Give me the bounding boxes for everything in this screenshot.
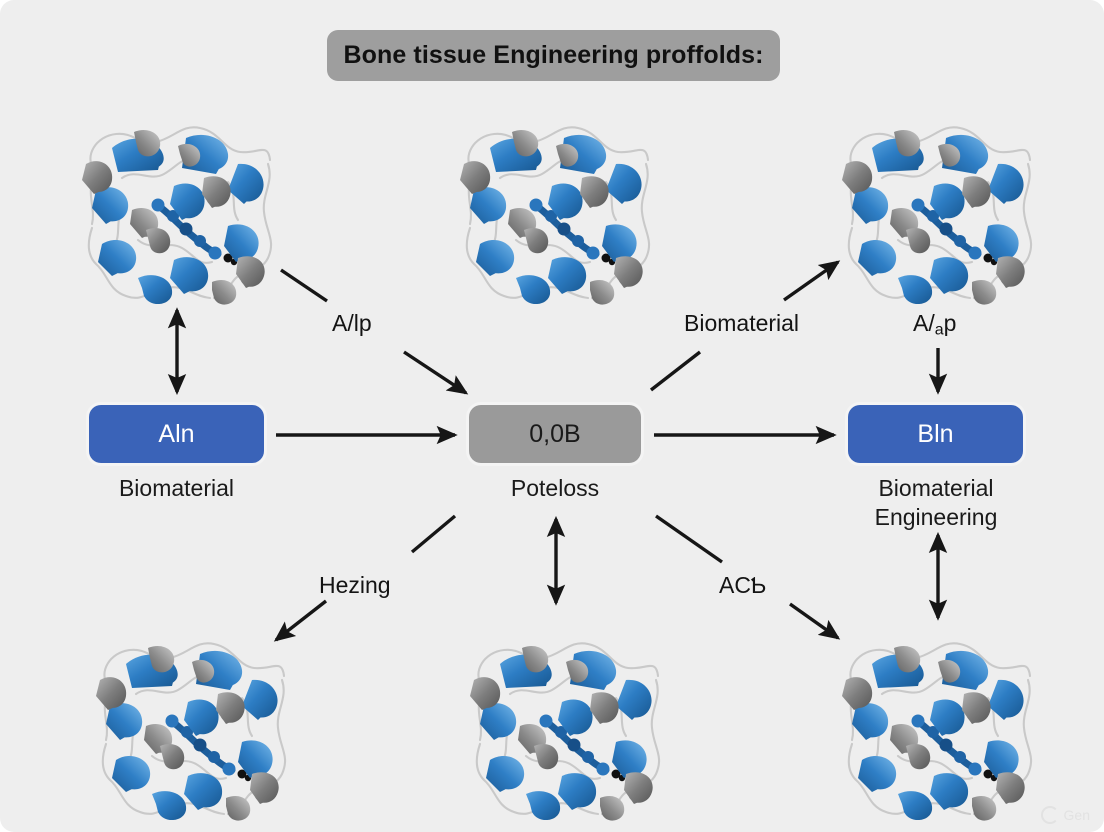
arrow-center-to-bottom-left-part1 bbox=[410, 514, 457, 554]
arrow-top-left-image-to-center-label-part1 bbox=[280, 268, 328, 303]
protein-structure-bottom-right bbox=[838, 628, 1038, 818]
protein-structure-top-center bbox=[456, 112, 656, 302]
arrow-center-node-to-bottom-right-image bbox=[789, 602, 841, 640]
edge-label-right-vertical-sub: a bbox=[934, 321, 944, 339]
arrow-center-node-to-bottom-left-image bbox=[273, 599, 328, 642]
node-caption-bln: Biomaterial Engineering bbox=[874, 475, 998, 530]
protein-structure-top-right bbox=[838, 112, 1038, 302]
node-box-bln[interactable]: Bln bbox=[848, 405, 1023, 463]
diagram-title: Bone tissue Engineering proffolds: bbox=[327, 30, 780, 81]
node-caption-aln: Biomaterial bbox=[118, 475, 235, 501]
edge-label-upper-left: A/lp bbox=[332, 310, 372, 336]
protein-structure-bottom-left bbox=[92, 628, 292, 818]
edge-label-lower-left: Hezing bbox=[319, 572, 391, 598]
arrow-top-left-image-to-center-node bbox=[403, 350, 469, 395]
arrow-center-to-top-right-part1 bbox=[649, 350, 702, 392]
edge-label-lower-right: ACƄ bbox=[719, 572, 767, 598]
arrow-center-node-to-top-right-image bbox=[783, 260, 841, 302]
protein-structure-bottom-center bbox=[466, 628, 666, 818]
edge-label-right-vertical-tail: p bbox=[943, 310, 957, 336]
edge-label-upper-right: Biomaterial bbox=[684, 310, 800, 336]
protein-structure-top-left bbox=[78, 112, 278, 302]
edge-label-right-vertical-main: A/ bbox=[913, 310, 935, 336]
arrow-center-to-bottom-right-part1 bbox=[655, 514, 723, 564]
node-box-center[interactable]: 0,0B bbox=[469, 405, 641, 463]
edge-label-right-vertical: A/ap bbox=[913, 310, 956, 340]
node-caption-center: Poteloss bbox=[510, 475, 600, 501]
node-box-aln[interactable]: Aln bbox=[89, 405, 264, 463]
